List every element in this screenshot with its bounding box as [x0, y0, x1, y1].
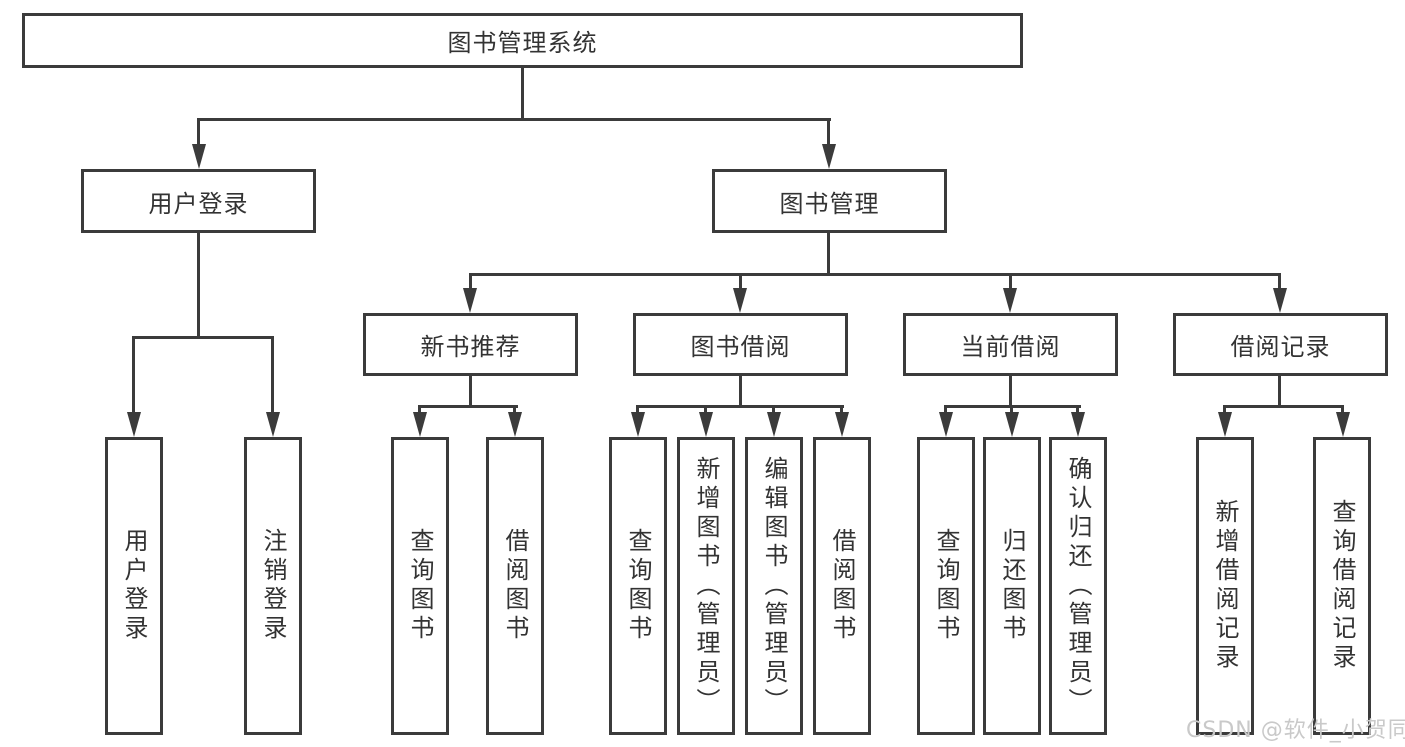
leaf-query-book-recommend: 查询图书: [391, 437, 449, 735]
connector-line-h: [197, 118, 831, 121]
arrowhead-down-icon: [192, 144, 206, 169]
arrowhead-down-icon: [1273, 288, 1287, 313]
connector-line-v: [772, 405, 775, 415]
leaf-logout: 注销登录: [244, 437, 302, 735]
connector-line-v: [418, 405, 421, 415]
connector-line-v: [271, 336, 274, 414]
arrowhead-down-icon: [127, 412, 141, 437]
node-borrowing-records: 借阅记录: [1173, 313, 1388, 376]
leaf-user-login: 用户登录: [105, 437, 163, 735]
connector-line-v: [704, 405, 707, 415]
connector-line-v: [1278, 273, 1281, 290]
arrowhead-down-icon: [835, 412, 849, 437]
arrowhead-down-icon: [939, 412, 953, 437]
arrowhead-down-icon: [631, 412, 645, 437]
leaf-borrow-book: 借阅图书: [813, 437, 871, 735]
leaf-add-borrow-record: 新增借阅记录: [1196, 437, 1254, 735]
connector-line-v: [197, 233, 200, 336]
arrowhead-down-icon: [1003, 288, 1017, 313]
connector-line-v: [739, 273, 742, 290]
leaf-add-book-admin: 新增图书（管理员）: [677, 437, 735, 735]
connector-line-v: [521, 68, 524, 118]
watermark: CSDN @软件_小贺同学: [1186, 718, 1405, 743]
arrowhead-down-icon: [822, 144, 836, 169]
node-new-book-recommend: 新书推荐: [363, 313, 578, 376]
connector-line-v: [197, 118, 200, 146]
connector-line-v: [1341, 405, 1344, 415]
connector-line-v: [469, 376, 472, 405]
connector-line-v: [513, 405, 516, 415]
connector-line-v: [1076, 405, 1079, 415]
connector-line-v: [739, 376, 742, 405]
node-current-borrowing: 当前借阅: [903, 313, 1118, 376]
connector-line-h: [469, 273, 1281, 276]
leaf-return-book: 归还图书: [983, 437, 1041, 735]
arrowhead-down-icon: [1336, 412, 1350, 437]
leaf-confirm-return-admin: 确认归还（管理员）: [1049, 437, 1107, 735]
connector-line-v: [469, 273, 472, 290]
connector-line-h: [1223, 405, 1344, 408]
arrowhead-down-icon: [767, 412, 781, 437]
node-library-management-system: 图书管理系统: [22, 13, 1023, 68]
node-book-borrowing: 图书借阅: [633, 313, 848, 376]
connector-line-v: [132, 336, 135, 414]
arrowhead-down-icon: [1071, 412, 1085, 437]
connector-line-h: [418, 405, 518, 408]
connector-line-v: [1009, 273, 1012, 290]
connector-line-v: [1223, 405, 1226, 415]
arrowhead-down-icon: [463, 288, 477, 313]
leaf-query-book-borrowing: 查询图书: [609, 437, 667, 735]
connector-line-v: [944, 405, 947, 415]
connector-line-v: [827, 233, 830, 273]
leaf-query-book-current: 查询图书: [917, 437, 975, 735]
connector-line-h: [132, 336, 274, 339]
node-user-login: 用户登录: [81, 169, 316, 233]
arrowhead-down-icon: [266, 412, 280, 437]
leaf-borrow-book-recommend: 借阅图书: [486, 437, 544, 735]
leaf-edit-book-admin: 编辑图书（管理员）: [745, 437, 803, 735]
connector-line-v: [1278, 376, 1281, 405]
connector-line-v: [827, 118, 830, 146]
connector-line-v: [1009, 376, 1012, 405]
connector-line-v: [636, 405, 639, 415]
arrowhead-down-icon: [1005, 412, 1019, 437]
node-book-management: 图书管理: [712, 169, 947, 233]
arrowhead-down-icon: [699, 412, 713, 437]
connector-line-h: [636, 405, 844, 408]
arrowhead-down-icon: [1218, 412, 1232, 437]
connector-line-v: [840, 405, 843, 415]
arrowhead-down-icon: [733, 288, 747, 313]
arrowhead-down-icon: [508, 412, 522, 437]
leaf-query-borrow-record: 查询借阅记录: [1313, 437, 1371, 735]
connector-line-v: [1010, 405, 1013, 415]
arrowhead-down-icon: [413, 412, 427, 437]
